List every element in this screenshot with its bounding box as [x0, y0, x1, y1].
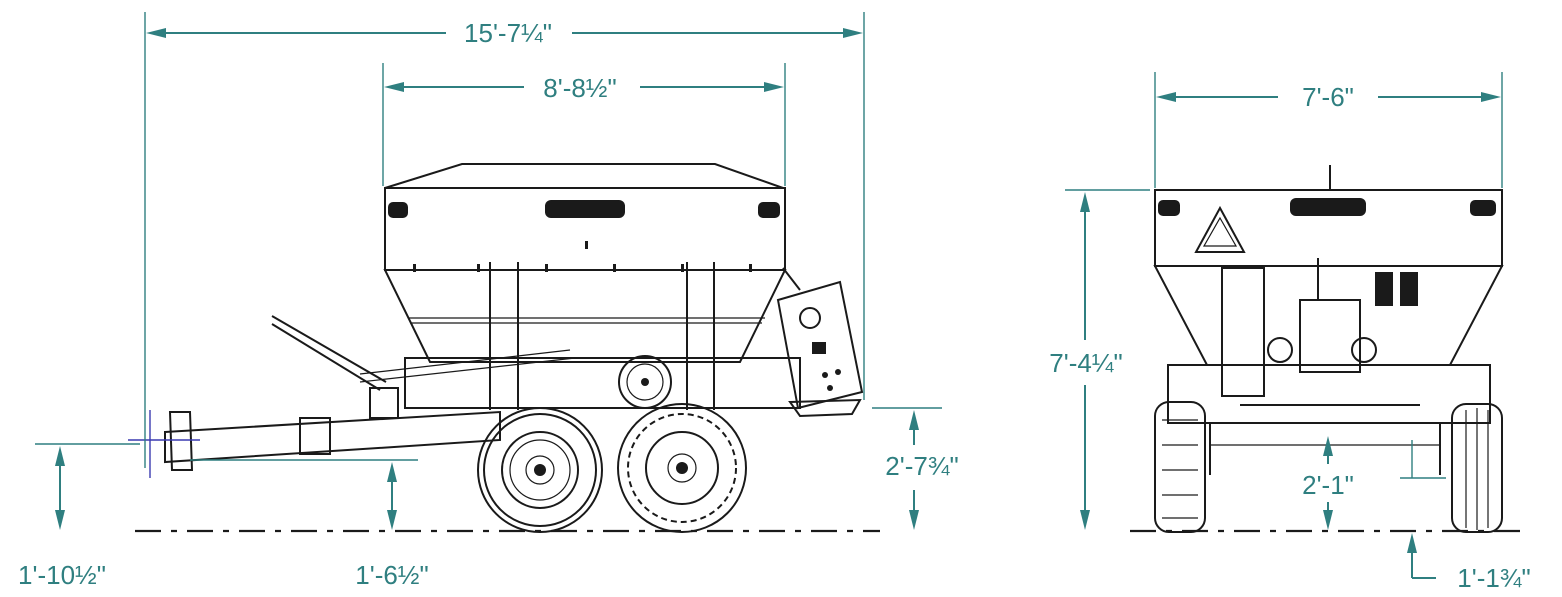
label-hitch-height: 1'-10½"	[18, 560, 106, 590]
side-wheel-rear	[617, 403, 747, 533]
dim-overall-length	[144, 12, 865, 468]
dim-ground-clearance	[1407, 533, 1436, 579]
rear-view: 7'-6" 7'-4¼" 2'-1" 1'-1¾"	[1049, 72, 1531, 593]
side-hopper	[383, 163, 787, 363]
dim-spinner-height	[872, 407, 942, 530]
label-overall-width: 7'-6"	[1302, 82, 1354, 112]
rear-tire-right	[1451, 403, 1503, 533]
label-overall-height: 7'-4¼"	[1049, 348, 1122, 378]
side-frame	[404, 262, 801, 410]
dim-overall-height	[1065, 189, 1150, 530]
label-hopper-length: 8'-8½"	[543, 73, 616, 103]
side-control-box	[776, 267, 864, 418]
label-ground-clearance: 1'-1¾"	[1457, 563, 1530, 593]
label-axle-clearance: 2'-1"	[1302, 470, 1354, 500]
dim-hitch-height	[35, 443, 140, 530]
side-wheel-front	[477, 407, 603, 533]
label-overall-length: 15'-7¼"	[464, 18, 552, 48]
dim-axle-clearance	[1323, 436, 1446, 530]
side-gear	[618, 355, 672, 409]
rear-hopper	[1153, 165, 1504, 366]
side-view: 15'-7¼" 8'-8½" 1'-10½" 1'-6½"	[18, 12, 959, 590]
side-hitch	[128, 315, 576, 478]
dim-frame-clearance	[190, 459, 418, 530]
label-spinner-height: 2'-7¾"	[885, 451, 958, 481]
label-frame-clearance: 1'-6½"	[355, 560, 428, 590]
dim-hopper-length	[382, 63, 786, 186]
dim-overall-width	[1154, 72, 1503, 188]
rear-tire-left	[1154, 401, 1206, 533]
rear-frame	[1167, 258, 1491, 475]
